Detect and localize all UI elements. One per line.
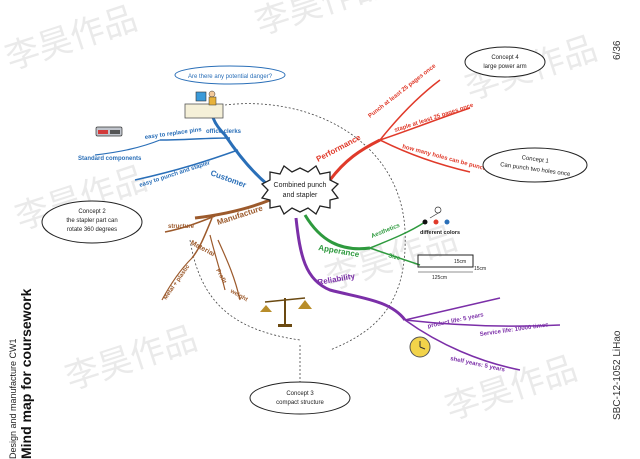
manufacture-line bbox=[191, 217, 213, 259]
cloud-shape bbox=[249, 381, 351, 415]
performance-line bbox=[379, 79, 441, 141]
concept-2-text: the stapler part can bbox=[66, 218, 117, 224]
branch-label-performance: Performance bbox=[315, 133, 363, 164]
appearance-main-line bbox=[303, 214, 371, 251]
customer-line bbox=[134, 149, 239, 181]
cloud-shape bbox=[482, 147, 588, 183]
performance-main-line bbox=[328, 138, 381, 181]
office-worker-icon bbox=[184, 90, 224, 119]
pin-body bbox=[429, 211, 441, 219]
manufacture-main-line bbox=[194, 198, 271, 220]
monitor-shape bbox=[195, 91, 207, 102]
appearance-line bbox=[369, 221, 426, 249]
customer-line bbox=[94, 139, 161, 156]
concept-4-text: large power arm bbox=[483, 64, 526, 70]
balance-scale-icon bbox=[260, 297, 312, 327]
concept-2-text: rotate 360 degrees bbox=[67, 227, 117, 233]
cloud-concept-1: Concept 1 Can punch two holes once bbox=[482, 147, 588, 183]
branch-label-customer: Customer bbox=[209, 168, 247, 189]
manufacture-line bbox=[164, 215, 216, 233]
size-box bbox=[417, 254, 474, 268]
course-label: Design and manufacture CW1 bbox=[8, 338, 18, 459]
cloud-shape bbox=[174, 65, 286, 85]
concept-3-text: compact structure bbox=[276, 400, 324, 406]
concept-3-title: Concept 3 bbox=[286, 391, 314, 397]
label-profit: Profit bbox=[214, 268, 227, 285]
side-title-block: Design and manufacture CW1 Mind map for … bbox=[8, 289, 34, 459]
page-title: Mind map for coursework bbox=[18, 288, 34, 459]
label-potential-danger: Are there any potential danger? bbox=[188, 74, 273, 80]
label-size: Size bbox=[387, 253, 401, 262]
label-weight: weight bbox=[228, 288, 248, 303]
scale-pan bbox=[298, 300, 312, 309]
page-number: 6/36 bbox=[612, 40, 623, 60]
dim-15cm: 15cm bbox=[454, 259, 466, 265]
customer-line bbox=[159, 137, 231, 141]
label-staple-25: staple at least 25 pages once bbox=[394, 102, 475, 133]
body-shape bbox=[208, 96, 217, 106]
performance-line bbox=[379, 107, 471, 141]
stapler-icon bbox=[95, 126, 123, 137]
center-label-line2: and stapler bbox=[283, 192, 318, 199]
center-node[interactable]: Combined punch and stapler bbox=[260, 165, 340, 215]
reliability-line bbox=[404, 319, 521, 371]
label-standard-components: Standard components bbox=[78, 156, 142, 162]
stapler-part bbox=[110, 130, 120, 134]
cloud-concept-2: Concept 2 the stapler part can rotate 36… bbox=[41, 200, 143, 244]
concept-2-title: Concept 2 bbox=[78, 209, 106, 215]
manufacture-branch: Manufacture structure Material Metal + p… bbox=[161, 198, 271, 303]
scale-beam bbox=[264, 297, 306, 303]
manufacture-line bbox=[161, 257, 193, 301]
concept-1-title: Concept 1 bbox=[521, 155, 550, 165]
label-office-clerks: office clerks bbox=[206, 129, 242, 135]
head-shape bbox=[208, 90, 216, 98]
manufacture-line bbox=[217, 239, 241, 301]
cloud-concept-3: Concept 3 compact structure bbox=[249, 381, 351, 415]
label-different-colors: different colors bbox=[420, 230, 460, 236]
pin-loop bbox=[434, 206, 442, 214]
label-easy-punch: easy to punch and stapler bbox=[139, 160, 212, 189]
center-label-line1: Combined punch bbox=[274, 182, 327, 189]
reliability-line bbox=[404, 297, 501, 321]
stapler-part bbox=[98, 130, 108, 134]
center-starburst bbox=[260, 165, 340, 215]
pin-icon bbox=[429, 206, 442, 219]
dim-125cm: 125cm bbox=[432, 275, 447, 281]
label-product-life: product life: 5 years bbox=[427, 312, 485, 330]
cloud-shape bbox=[41, 200, 143, 244]
label-metal-plastic: Metal + plastic bbox=[163, 263, 192, 301]
cloud-shape bbox=[464, 46, 546, 78]
reference-id: SBC-12-1052 LiHao bbox=[612, 330, 623, 421]
scale-pan bbox=[260, 305, 272, 312]
dotted-link-left bbox=[189, 239, 301, 341]
color-dot bbox=[433, 219, 439, 225]
cloud-danger: Are there any potential danger? bbox=[174, 65, 286, 85]
manufacture-line bbox=[209, 234, 226, 291]
clock-icon bbox=[409, 336, 431, 358]
label-service-life: Service life: 10000 times bbox=[479, 322, 549, 338]
color-dot bbox=[444, 219, 450, 225]
color-dot bbox=[422, 219, 428, 225]
reliability-line bbox=[404, 319, 561, 327]
reliability-main-line bbox=[294, 217, 407, 321]
clock-hand bbox=[419, 346, 426, 350]
label-structure: structure bbox=[168, 224, 195, 230]
branch-label-manufacture: Manufacture bbox=[216, 203, 265, 226]
cloud-concept-4: Concept 4 large power arm bbox=[464, 46, 546, 78]
performance-line bbox=[379, 139, 471, 173]
scale-base bbox=[278, 324, 292, 327]
dotted-link-top bbox=[224, 103, 406, 351]
appearance-line bbox=[369, 247, 421, 266]
watermark-text: 李昊作品 bbox=[60, 318, 202, 398]
desk-shape bbox=[184, 103, 224, 119]
concept-4-title: Concept 4 bbox=[491, 55, 519, 61]
watermark-text: 李昊作品 bbox=[0, 0, 142, 79]
dim-15cm: 15cm bbox=[474, 266, 486, 272]
watermark-text: 李昊作品 bbox=[250, 0, 392, 44]
